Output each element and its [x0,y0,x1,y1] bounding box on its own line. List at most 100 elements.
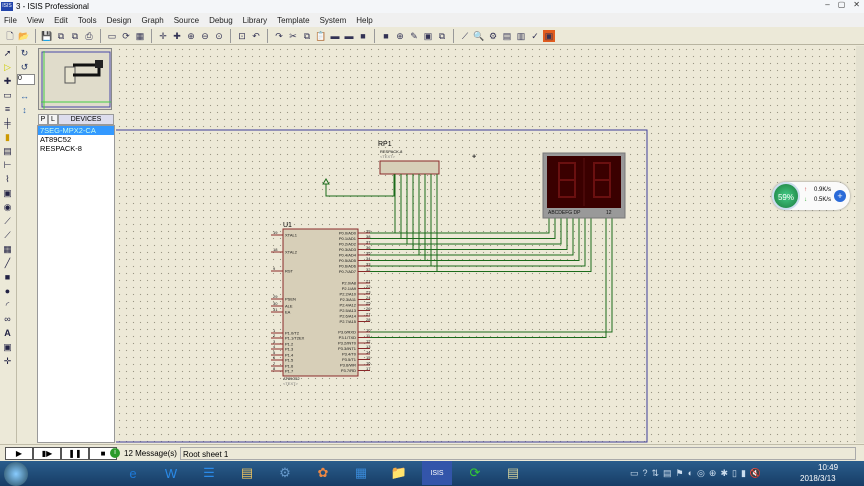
block-delete-icon[interactable]: ■ [383,30,389,41]
pick-icon[interactable]: ⊕ [396,30,404,41]
menu-source[interactable]: Source [173,15,200,25]
pause-button[interactable]: ❚❚ [61,447,89,460]
notes-icon[interactable]: ▤ [506,465,520,480]
seven-segment-display[interactable] [542,152,626,219]
save-icon[interactable]: 💾 [41,30,53,41]
play-button[interactable]: ▶ [5,447,33,460]
angle-field[interactable]: 0 [17,74,35,85]
ground-terminal[interactable] [322,174,395,197]
block-move-icon[interactable]: ▬ [344,30,354,41]
erc-icon[interactable]: ✓ [531,30,539,41]
zoom-area-icon[interactable]: ⊡ [238,30,246,41]
device-item[interactable]: 7SEG-MPX2-CA [38,126,114,135]
package-icon[interactable]: ▣ [423,30,433,41]
circle-icon[interactable]: ● [4,286,11,296]
rotate-ccw-icon[interactable]: ↺ [20,62,29,72]
menu-design[interactable]: Design [106,15,132,25]
menu-graph[interactable]: Graph [141,15,164,25]
text-icon[interactable]: A [4,328,11,338]
pick-devices-button[interactable]: P [38,114,48,125]
menu-debug[interactable]: Debug [209,15,233,25]
subcircuit-icon[interactable]: ▮ [5,132,10,142]
messages-count[interactable]: 12 Message(s) [124,449,177,458]
list-app-icon[interactable]: ☰ [203,465,215,480]
grid-icon[interactable]: ▦ [135,30,145,41]
terminal-icon[interactable]: ▤ [3,146,12,156]
p0-wire[interactable] [370,218,556,239]
selection-mode-icon[interactable]: ➚ [3,48,12,58]
menu-tools[interactable]: Tools [77,15,97,25]
wire-autorouter-icon[interactable]: ⟋ [461,30,469,41]
p0-wire[interactable] [370,218,568,250]
overview-window[interactable] [38,48,112,110]
maximize-button[interactable]: ▢ [837,0,846,9]
block-rotate-icon[interactable]: ■ [360,30,366,41]
ares-icon[interactable]: ▣ [543,29,555,42]
marker-icon[interactable]: ✛ [3,356,12,366]
netlist-icon[interactable]: ▤ [502,30,512,41]
device-item[interactable]: RESPACK-8 [40,144,82,153]
cut-icon[interactable]: ✂ [289,30,297,41]
menu-help[interactable]: Help [356,15,373,25]
p0-wire[interactable] [370,218,562,245]
property-icon[interactable]: ⚙ [488,30,498,41]
component-mode-icon[interactable]: ▷ [4,62,11,72]
library-manager-button[interactable]: L [48,114,58,125]
symbol-icon[interactable]: ▣ [3,342,12,352]
u1-microcontroller[interactable] [282,228,359,377]
path-icon[interactable]: ∞ [4,314,11,324]
p0-wire[interactable] [370,218,574,256]
p0-wire[interactable] [370,218,580,261]
arc-icon[interactable]: ◜ [5,300,10,310]
new-icon[interactable]: 🗋 [6,30,14,41]
rotate-cw-icon[interactable]: ↻ [20,48,29,58]
accelerate-button[interactable]: + [834,190,846,202]
menu-template[interactable]: Template [277,15,310,25]
tape-icon[interactable]: ▣ [3,188,12,198]
junction-icon[interactable]: ✚ [3,76,12,86]
pan-icon[interactable]: ✚ [173,30,181,41]
pin-icon[interactable]: ⊢ [3,160,12,170]
block-copy-icon[interactable]: ▬ [330,30,340,41]
area-icon[interactable]: ▭ [107,30,117,41]
digit1-wire[interactable] [370,218,613,333]
make-device-icon[interactable]: ✎ [410,30,418,41]
mirror-x-icon[interactable]: ↔ [20,91,29,101]
p0-wire[interactable] [370,218,586,267]
origin-icon[interactable]: ✛ [159,30,167,41]
close-button[interactable]: ✕ [853,0,860,9]
decompose-icon[interactable]: ⧉ [438,30,446,41]
browser-icon[interactable]: ⟳ [469,465,481,480]
zoom-in-icon[interactable]: ⊕ [187,30,195,41]
calc-icon[interactable]: ▦ [354,465,368,480]
rp1-respack[interactable] [379,160,440,175]
wps-icon[interactable]: W [164,465,178,481]
import-icon[interactable]: ⧉ [57,30,65,41]
search-icon[interactable]: 🔍 [473,30,485,41]
print-icon[interactable]: ⎙ [85,30,93,41]
open-icon[interactable]: 📂 [18,30,30,41]
mirror-y-icon[interactable]: ↕ [22,105,27,115]
zoom-out-icon[interactable]: ⊖ [201,30,209,41]
vertical-scrollbar[interactable] [856,46,864,443]
menu-file[interactable]: File [4,15,17,25]
refresh-icon[interactable]: ⟳ [122,30,130,41]
graph-icon[interactable]: ⌇ [5,174,10,184]
paint-icon[interactable]: ✿ [317,465,329,480]
undo-icon[interactable]: ↶ [252,30,260,41]
isis-icon[interactable]: ISIS [422,461,452,485]
explorer-icon[interactable]: 📁 [390,465,408,480]
minimize-button[interactable]: – [825,0,830,9]
p0-wire[interactable] [370,218,550,234]
current-probe-icon[interactable]: ⟋ [4,230,11,240]
virtual-instrument-icon[interactable]: ▦ [3,244,12,254]
paste-icon[interactable]: 📋 [315,30,327,41]
menu-system[interactable]: System [319,15,347,25]
start-button[interactable] [4,462,28,486]
copy-icon[interactable]: ⧉ [303,30,311,41]
menu-library[interactable]: Library [242,15,268,25]
voltage-probe-icon[interactable]: ⟋ [4,216,11,226]
text-script-icon[interactable]: ≡ [4,104,11,114]
menu-view[interactable]: View [26,15,45,25]
